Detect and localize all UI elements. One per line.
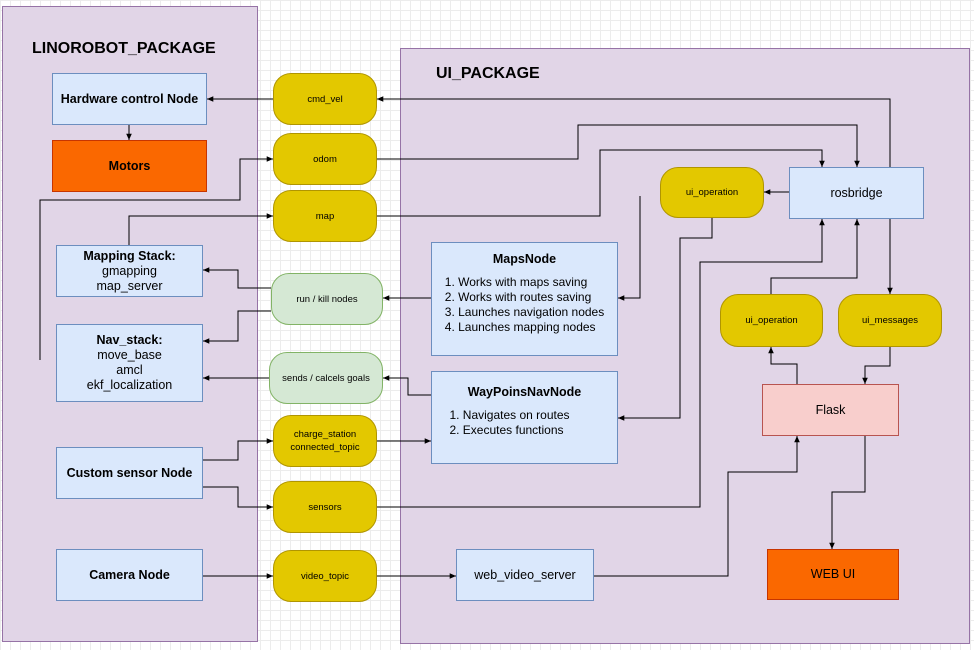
nav-stack-node: Nav_stack: move_base amcl ekf_localizati… [56,324,203,402]
maps-node-list: 1. Works with maps saving 2. Works with … [445,275,604,335]
edge-runkill-mapping [203,267,271,289]
mapping-stack-title: Mapping Stack: [83,248,176,263]
web-ui-node: WEB UI [767,549,899,600]
topic-ui-operation-top-label: ui_operation [685,187,739,198]
topic-odom-label: odom [313,153,337,165]
topic-ui-messages-label: ui_messages [862,315,918,326]
mapping-stack-line-2: map_server [96,278,163,293]
edge-uimsg-flask [862,347,891,384]
maps-node-item: 3. Launches navigation nodes [444,304,605,319]
maps-node: MapsNode 1. Works with maps saving 2. Wo… [431,242,618,356]
edge-uiop-waypoints [618,218,713,421]
topic-charge-station-line-2: connected_topic [290,442,360,453]
service-sends-goals-label: sends / calcels goals [282,372,370,384]
topic-video-label: video_topic [300,570,350,582]
nav-stack-line-3: ekf_localization [86,378,173,392]
ui-package-title: UI_PACKAGE [436,65,540,82]
service-sends-goals: sends / calcels goals [269,352,383,404]
topic-sensors: sensors [273,481,377,533]
nav-stack-line-2: amcl [116,363,143,377]
nav-stack-line-1: move_base [97,348,162,362]
topic-ui-operation-top: ui_operation [660,167,764,218]
topic-cmd-vel: cmd_vel [273,73,377,125]
maps-node-item: 2. Works with routes saving [444,289,592,304]
linorobot-package-title: LINOROBOT_PACKAGE [32,40,216,57]
edge-nav-odom [39,156,273,360]
maps-node-item: 1. Works with maps saving [444,274,588,289]
maps-node-item: 4. Launches mapping nodes [444,319,596,334]
web-video-server-node: web_video_server [456,549,594,601]
edge-runkill-nav [203,310,271,344]
flask-title: Flask [815,402,846,417]
nav-stack-title: Nav_stack: [96,333,163,347]
waypoints-nav-title: WayPoinsNavNode [467,385,582,399]
edge-odom-rosbridge [377,124,860,167]
edge-rosbridge-cmdvel [377,96,891,167]
edge-sensor-sensors [203,486,273,510]
waypoints-nav-node: WayPoinsNavNode 1. Navigates on routes 2… [431,371,618,464]
camera-node-title: Camera Node [89,567,170,582]
topic-ui-operation-flask-label: ui_operation [745,315,798,326]
custom-sensor-node-title: Custom sensor Node [66,465,193,480]
edge-mapping-map [128,213,273,245]
rosbridge-node: rosbridge [789,167,924,219]
web-video-server-title: web_video_server [474,567,576,582]
edge-waypoints-goals [383,375,431,396]
flask-node: Flask [762,384,899,436]
topic-map: map [273,190,377,242]
mapping-stack-line-1: gmapping [102,263,157,278]
topic-ui-messages: ui_messages [838,294,942,347]
waypoints-nav-item: 2. Executes functions [449,423,564,437]
waypoints-nav-item: 1. Navigates on routes [449,408,570,422]
camera-node: Camera Node [56,549,203,601]
edge-flask-uiop2 [768,347,798,384]
edge-uiop-mapsnode [618,196,641,301]
web-ui-title: WEB UI [810,567,856,581]
edge-flask-webui [829,436,866,549]
waypoints-nav-list: 1. Navigates on routes 2. Executes funct… [449,408,569,438]
edge-map-rosbridge [377,149,825,217]
rosbridge-title: rosbridge [830,185,883,200]
custom-sensor-node: Custom sensor Node [56,447,203,499]
topic-sensors-label: sensors [308,501,342,513]
topic-video: video_topic [273,550,377,602]
motors-node: Motors [52,140,207,192]
edge-sensors-rosbridge [377,219,825,508]
edge-uiop2-rosbridge [770,219,860,294]
maps-node-title: MapsNode [492,251,557,266]
hardware-control-node: Hardware control Node [52,73,207,125]
topic-ui-operation-flask: ui_operation [720,294,823,347]
mapping-stack-node: Mapping Stack: gmapping map_server [56,245,203,297]
topic-charge-station-line-1: charge_station [293,429,357,440]
motors-node-title: Motors [108,158,151,173]
service-run-kill-nodes: run / kill nodes [271,273,383,325]
topic-cmd-vel-label: cmd_vel [307,93,343,105]
edge-webvideo-flask [594,436,800,577]
hardware-control-node-title: Hardware control Node [60,91,199,106]
topic-map-label: map [315,210,335,222]
edge-sensor-charge [203,438,273,461]
topic-charge-station: charge_station connected_topic [273,415,377,467]
service-run-kill-label: run / kill nodes [296,293,358,305]
topic-odom: odom [273,133,377,185]
